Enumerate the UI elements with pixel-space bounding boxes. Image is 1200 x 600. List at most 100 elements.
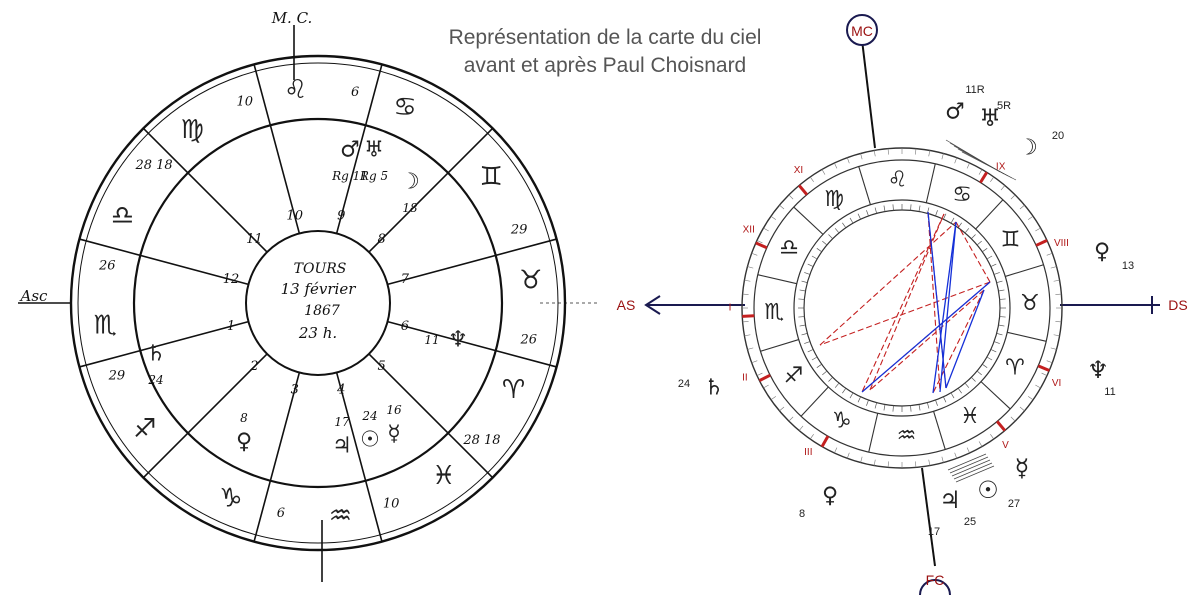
house-number: 5	[377, 359, 385, 374]
outer-tick	[756, 372, 763, 376]
degree-ring	[803, 209, 1001, 407]
planet-degree: 27	[1008, 498, 1020, 510]
aspect-line-blue	[927, 211, 947, 389]
planet-degree: 8	[799, 508, 805, 520]
outer-tick	[756, 240, 763, 244]
sign-glyph: ♊	[1001, 228, 1021, 253]
cusp-degree: 26	[98, 258, 116, 273]
title-line-1: Représentation de la carte du ciel	[448, 26, 762, 49]
house-number: 11	[246, 232, 263, 247]
house-cusp-mark	[758, 373, 771, 382]
planet-degree: 11R	[965, 84, 984, 96]
house-cusp-line	[253, 372, 301, 542]
planet-glyph: ♆	[1087, 356, 1109, 384]
outer-tick	[788, 194, 794, 200]
degree-tick	[964, 228, 970, 234]
cusp-sign-glyph: ♋	[393, 93, 416, 123]
house-numeral: XII	[743, 224, 755, 235]
planet-note: 16	[386, 403, 402, 417]
degree-tick	[804, 341, 811, 344]
degree-tick	[982, 248, 988, 253]
degree-tick	[943, 396, 947, 403]
cusp-degree: 28 18	[134, 158, 172, 173]
chart-title: Représentation de la carte du ciel avant…	[420, 24, 790, 80]
degree-tick	[822, 240, 828, 246]
aspect-line-red	[819, 281, 991, 346]
aspect-line-red	[955, 221, 991, 283]
sign-glyph: ♒	[897, 423, 917, 448]
asc-label: Asc	[19, 287, 49, 305]
outer-ring-double	[77, 62, 559, 544]
degree-tick	[799, 324, 806, 327]
degree-tick	[990, 349, 997, 353]
house-number: 10	[286, 209, 303, 224]
center-time: 23 h.	[298, 324, 337, 342]
degree-tick	[842, 388, 847, 394]
outer-ring	[69, 54, 567, 552]
house-number: 1	[227, 319, 235, 334]
house-number: 3	[291, 382, 299, 397]
house-numeral: IX	[996, 162, 1006, 173]
degree-tick	[964, 382, 970, 388]
historical-chart-wheel: M. C.Asc♌6♋♊29♉26♈28 18♓10♒6♑♐29♏26♎28 1…	[18, 9, 600, 582]
as-label: AS	[617, 297, 636, 313]
degree-tick	[849, 392, 854, 399]
outer-tick	[915, 148, 917, 155]
outer-tick	[809, 433, 814, 440]
aspect-line-red	[861, 213, 945, 393]
degree-tick	[976, 240, 982, 246]
degree-tick	[927, 402, 930, 409]
cusp-degree: 6	[277, 506, 285, 521]
outer-tick	[1046, 360, 1053, 364]
planet-note: Rg 11	[331, 169, 368, 183]
house-number: 8	[377, 232, 385, 247]
sign-divider	[858, 166, 871, 205]
sign-glyph: ♉	[1020, 291, 1040, 316]
cusp-sign-glyph: ♐	[133, 414, 156, 444]
cusp-degree: 10	[237, 94, 254, 109]
house-number: 4	[336, 382, 345, 397]
degree-tick	[957, 388, 962, 394]
house-numeral: V	[1002, 440, 1009, 451]
degree-tick	[910, 204, 912, 211]
fc-badge	[919, 579, 951, 596]
planet-note: 18	[402, 201, 418, 215]
outer-tick	[990, 433, 995, 440]
outer-tick	[887, 461, 889, 468]
cusp-sign-glyph: ♈	[502, 375, 525, 405]
sign-glyph: ♓	[960, 404, 980, 429]
degree-tick	[801, 333, 808, 336]
outer-tick	[1019, 406, 1025, 412]
degree-tick	[857, 396, 861, 403]
outer-tick	[1010, 194, 1016, 200]
house-number: 12	[223, 272, 240, 287]
outer-tick	[873, 459, 876, 466]
degree-tick	[982, 363, 988, 368]
degree-tick	[811, 356, 818, 361]
degree-tick	[910, 405, 912, 412]
degree-tick	[892, 405, 894, 412]
planet-degree: 5R	[997, 100, 1011, 112]
outer-tick	[887, 148, 889, 155]
sign-glyph: ♋	[952, 182, 972, 207]
degree-tick	[996, 333, 1003, 336]
cusp-sign-glyph: ♉	[519, 266, 542, 296]
outer-tick	[860, 456, 863, 463]
degree-tick	[816, 248, 822, 253]
degree-tick	[892, 204, 894, 211]
cusp-degree: 29	[108, 369, 126, 384]
aspect-line-blue	[939, 221, 957, 393]
house-numeral: III	[804, 447, 812, 458]
sign-glyph: ♌	[888, 168, 908, 193]
degree-tick	[866, 210, 869, 217]
house-cusp-line	[387, 238, 557, 286]
degree-tick	[996, 280, 1003, 283]
planet-glyph: ☉	[360, 428, 380, 453]
planet-degree: 24	[678, 378, 690, 390]
planet-leader-line	[955, 465, 995, 483]
house-numeral: VI	[1052, 378, 1061, 389]
planet-leader-line	[951, 459, 991, 477]
outer-tick	[1019, 204, 1025, 210]
house-cusp-mark	[979, 171, 989, 184]
